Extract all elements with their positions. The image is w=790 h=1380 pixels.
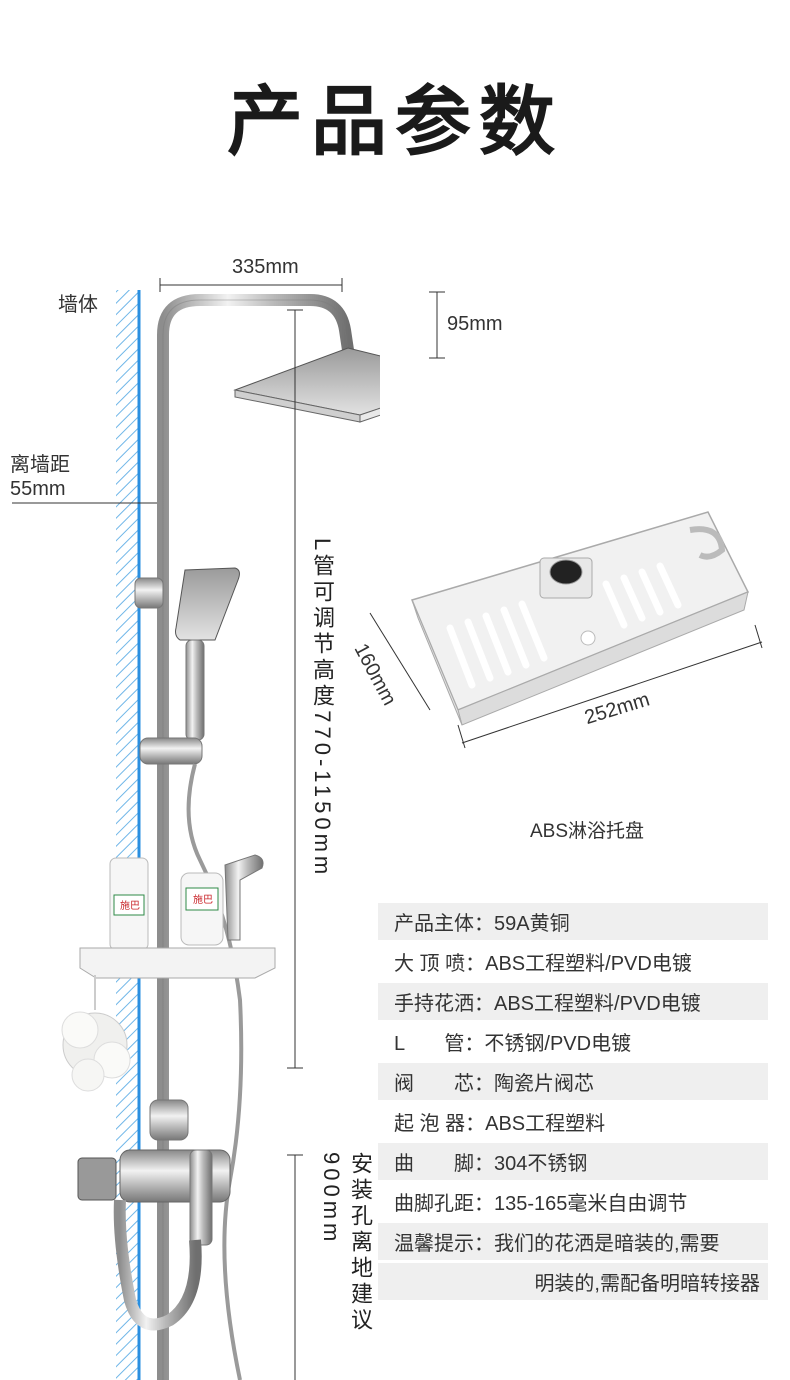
spec-row-l-pipe: L 管：不锈钢/PVD电镀	[378, 1023, 768, 1060]
spec-row-body: 产品主体：59A黄铜	[378, 903, 768, 940]
spec-row-valve-core: 阀 芯：陶瓷片阀芯	[378, 1063, 768, 1100]
tray-slots	[446, 562, 682, 689]
top-width-label: 335mm	[232, 256, 299, 278]
l-pipe-height-label: L管可调节高度770-1150mm	[310, 538, 335, 879]
spec-table: 产品主体：59A黄铜 大 顶 喷：ABS工程塑料/PVD电镀 手持花洒：ABS工…	[378, 903, 768, 1303]
spec-row-tip-continued: 明装的,需配备明暗转接器	[378, 1263, 768, 1300]
tray-caption: ABS淋浴托盘	[530, 821, 645, 842]
wall-label: 墙体	[58, 294, 98, 316]
wall-hatch	[116, 290, 138, 1380]
wall-distance-label: 离墙距	[10, 454, 70, 476]
spec-row-tip: 温馨提示：我们的花洒是暗装的,需要	[378, 1223, 768, 1260]
hand-shower	[175, 567, 240, 741]
bath-sponge	[61, 975, 131, 1092]
shower-illustration: 施巴 施巴	[12, 278, 380, 1380]
wall-distance-value: 55mm	[10, 478, 66, 500]
head-height-label: 95mm	[447, 313, 503, 335]
shelf-tray	[79, 947, 276, 979]
head-height-dim	[429, 291, 445, 359]
page-title: 产品参数	[227, 80, 563, 165]
spec-row-hand-shower: 手持花洒：ABS工程塑料/PVD电镀	[378, 983, 768, 1020]
mixer-valve	[77, 1099, 231, 1331]
bottle-brand-right: 施巴	[193, 893, 213, 906]
spec-row-leg-spacing: 曲脚孔距：135-165毫米自由调节	[378, 1183, 768, 1220]
bottle-brand-left: 施巴	[120, 899, 140, 912]
spec-row-aerator: 起 泡 器：ABS工程塑料	[378, 1103, 768, 1140]
spec-row-top-spray: 大 顶 喷：ABS工程塑料/PVD电镀	[378, 943, 768, 980]
tray-illustration	[369, 511, 763, 749]
install-height-label: 安装孔离地建议900mm	[319, 1152, 373, 1334]
l-pipe	[157, 294, 354, 1380]
spec-row-curved-leg: 曲 脚：304不锈钢	[378, 1143, 768, 1180]
